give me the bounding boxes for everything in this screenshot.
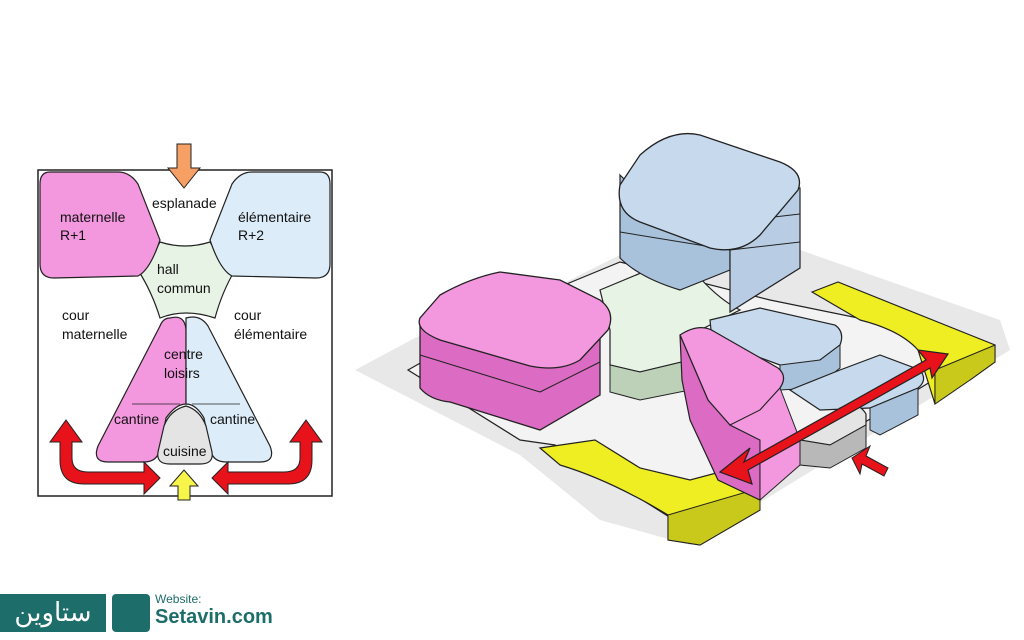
label-elementaire: élémentaire xyxy=(238,209,311,225)
circulation-arrow-left xyxy=(49,419,161,496)
watermark-site: Setavin.com xyxy=(155,606,273,628)
label-loisirs: loisirs xyxy=(164,365,200,381)
label-elementaire-level: R+2 xyxy=(238,227,264,243)
label-cour-elementaire-1: cour xyxy=(234,307,262,323)
pink-wing-lower xyxy=(728,387,801,502)
tower-floor-line-4 xyxy=(729,241,801,251)
maternelle-block xyxy=(39,171,161,279)
label-maternelle: maternelle xyxy=(60,209,126,225)
entrance-arrow-bottom xyxy=(168,469,200,501)
label-commun: commun xyxy=(157,280,211,296)
watermark: ستاوین Website: Setavin.com xyxy=(0,592,273,636)
circulation-arrow-right xyxy=(211,419,323,496)
label-cour-maternelle-1: cour xyxy=(62,307,90,323)
pink-block-top xyxy=(418,271,612,369)
watermark-logo-icon xyxy=(112,594,150,632)
label-maternelle-level: R+1 xyxy=(60,227,86,243)
cantine-right-block xyxy=(185,316,273,463)
watermark-site-label: Website: xyxy=(155,592,202,606)
yellow-band-back-side xyxy=(934,344,996,405)
label-esplanade: esplanade xyxy=(152,195,217,211)
elementaire-block xyxy=(209,171,331,279)
blue-tower-top xyxy=(618,132,801,251)
cuisine-block xyxy=(157,405,213,465)
red-axis-arrow xyxy=(718,349,950,485)
pink-floor-line-1 xyxy=(419,354,541,393)
label-cantine-right: cantine xyxy=(210,411,255,427)
label-cour-elementaire-2: élémentaire xyxy=(234,326,307,342)
red-entrance-arrow xyxy=(851,444,889,477)
watermark-name: ستاوین xyxy=(0,594,106,632)
blue-wing-lower-side xyxy=(869,387,919,436)
label-hall: hall xyxy=(157,261,179,277)
pink-floor-line-2 xyxy=(539,361,601,393)
label-cour-maternelle-2: maternelle xyxy=(62,326,128,342)
entrance-arrow-top xyxy=(166,143,202,189)
label-centre: centre xyxy=(164,346,203,362)
label-cantine-left: cantine xyxy=(114,411,159,427)
label-cuisine: cuisine xyxy=(163,443,207,459)
